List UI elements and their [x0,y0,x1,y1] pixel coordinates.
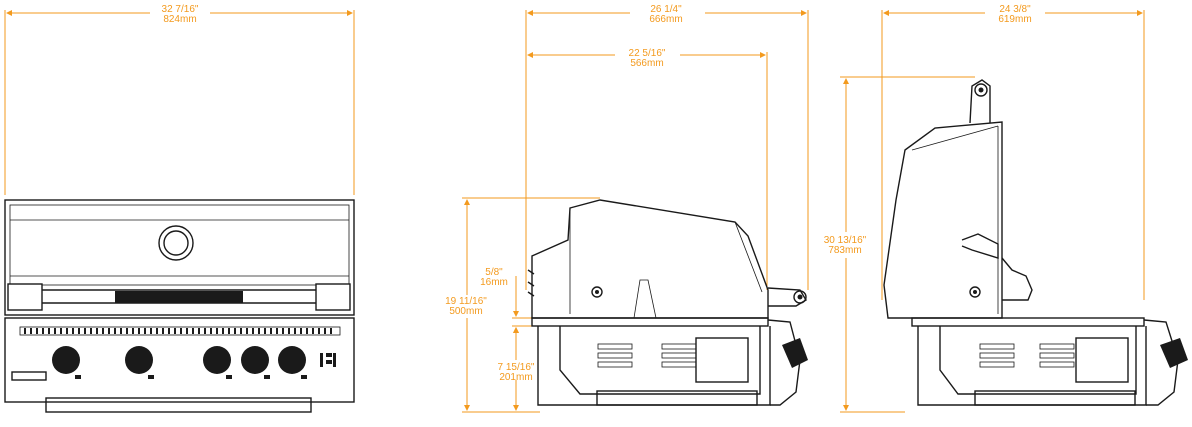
burner-knob-icon [203,346,231,374]
burner-knob-icon [278,346,306,374]
vent-slots [24,328,332,334]
open-base [911,317,1188,406]
side-overall-depth-dimension: 26 1/4" 666mm [525,4,809,290]
brand-logo [320,353,336,367]
open-depth-dimension: 24 3/8" 619mm [881,4,1145,300]
lip-height-metric: 16mm [480,277,508,288]
open-depth-imperial: 24 3/8" [999,4,1031,15]
lip-height-imperial: 5/8" [485,267,503,278]
open-hood [883,79,1033,319]
open-height-metric: 783mm [828,245,861,256]
side-view: 26 1/4" 666mm 22 5/16" 566mm 19 11/16" 5… [445,4,809,413]
front-control-panel [4,317,355,413]
cutout-height-imperial: 7 15/16" [498,362,535,373]
hood-depth-metric: 566mm [630,58,663,69]
open-height-imperial: 30 13/16" [824,235,867,246]
overall-depth-imperial: 26 1/4" [650,4,682,15]
thermometer-icon [158,225,194,261]
side-lip-height-dimension: 5/8" 16mm [480,267,535,345]
open-vent-louvers [979,343,1075,368]
side-hood-depth-dimension: 22 5/16" 566mm [527,48,768,290]
burner-knobs [52,346,307,379]
open-depth-metric: 619mm [998,14,1031,25]
open-height-dimension: 30 13/16" 783mm [824,76,975,413]
burner-knob-icon [125,346,153,374]
overall-height-imperial: 19 11/16" [445,296,487,307]
front-width-metric: 824mm [163,14,196,25]
front-width-imperial: 32 7/16" [162,4,199,15]
overall-depth-metric: 666mm [649,14,682,25]
side-hood [527,199,807,319]
front-width-dimension: 32 7/16" 824mm [4,4,355,195]
cutout-height-metric: 201mm [499,372,532,383]
side-base [531,317,808,406]
burner-knob-icon [52,346,80,374]
overall-height-metric: 500mm [449,306,482,317]
vent-louvers [597,343,697,368]
side-cutout-height-dimension: 7 15/16" 201mm [498,327,535,411]
burner-knob-icon [241,346,269,374]
side-overall-height-dimension: 19 11/16" 500mm [445,197,600,413]
open-view: 24 3/8" 619mm 30 13/16" 783mm [824,4,1188,413]
hood-depth-imperial: 22 5/16" [629,48,666,59]
front-hood [4,199,355,316]
front-view: 32 7/16" 824mm [4,4,355,413]
hood-handle [7,283,351,311]
